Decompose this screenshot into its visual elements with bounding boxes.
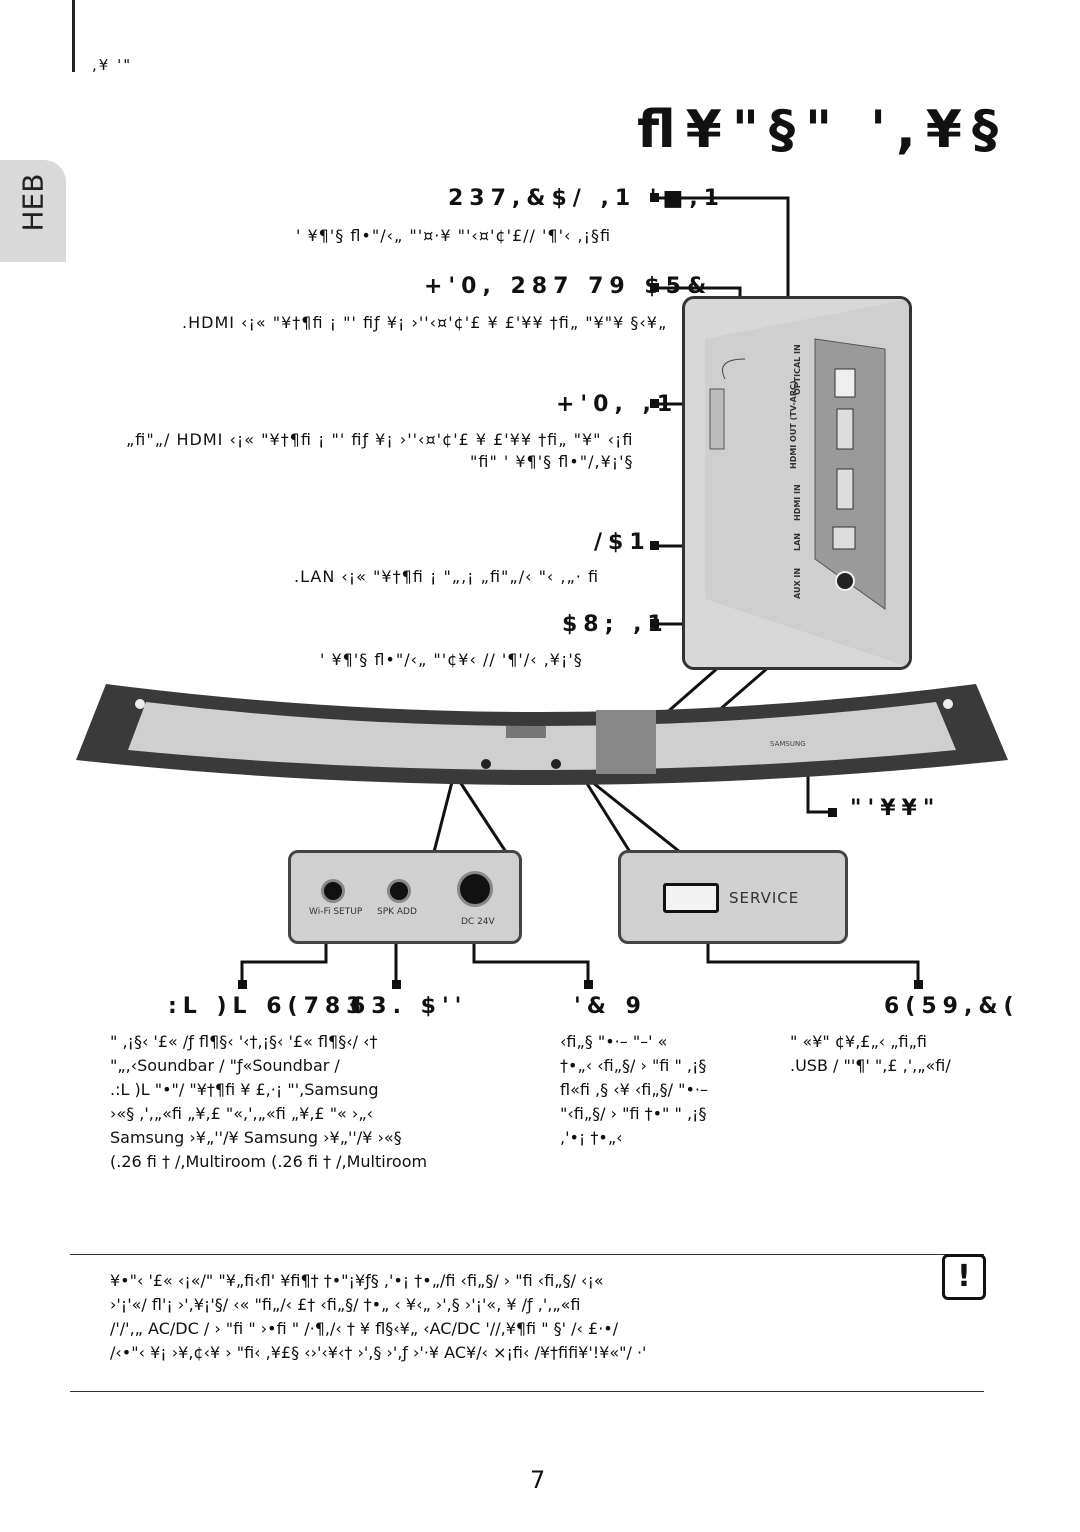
port-lan: LAN [793, 533, 802, 551]
service-box: SERVICE [618, 850, 848, 944]
note-line: ¥•"‹ '£« ‹¡«/" "¥„ﬁ‹ﬂ' ¥ﬁ¶† †•"¡¥ƒ§ ,'•¡… [110, 1271, 604, 1290]
hdmi-out-label: +'0, 287 79 $5& [424, 274, 713, 299]
paragraph-line: .USB / "'¶' ",£ ,',„«ﬁ/ [790, 1056, 951, 1075]
optical-in-label: 237,&$/ ,1 '■,1 [448, 186, 725, 211]
port-detail-panel: OPTICAL IN HDMI OUT (TV-ARC) HDMI IN LAN… [682, 296, 912, 670]
paragraph-line: ,'•¡ †•„‹ [560, 1128, 623, 1147]
note-line: ›'¡'«/ ﬂ'¡ ›',¥¡'§/ ‹« "ﬁ„/‹ £† ‹ﬁ„§/ †•… [110, 1295, 581, 1314]
hdmi-out-marker [650, 283, 659, 292]
paragraph-line: ›«§ ,',„«ﬁ „¥,£ "«,',„«ﬁ „¥,£ "« ›„‹ [110, 1104, 374, 1123]
paragraph-line: " ,¡§‹ '£« /ƒ ﬂ¶§‹ '‹†,¡§‹ '£« ﬂ¶§‹/ ‹† [110, 1032, 378, 1051]
aux-marker [650, 619, 659, 628]
lan-desc: .LAN ‹¡« "¥†¶ﬁ ¡ "„,¡ „ﬁ"„/‹ "‹ ,„· ﬁ [294, 567, 600, 586]
port-hdmi-in: HDMI IN [793, 484, 802, 521]
aux-in-desc: ' ¥¶'§ ﬂ•"/‹„ "'¢¥‹ // '¶'/‹ ,¥¡'§ [320, 650, 583, 669]
dc-description: ‹ﬁ„§ "•·– "–' « †•„‹ ‹ﬁ„§/ › "ﬁ " ,¡§ ﬂ«… [560, 1030, 708, 1150]
service-description: " «¥" ¢¥,£„‹ „ﬁ„ﬁ .USB / "'¶' ",£ ,',„«ﬁ… [790, 1030, 951, 1078]
paragraph-line: ‹ﬁ„§ "•·– "–' « [560, 1032, 668, 1051]
soundbar-back-panel [76, 684, 1008, 785]
service-label: 6(59,&( [884, 994, 1020, 1019]
hdmi-in-marker [650, 399, 659, 408]
port-panel-drawing [705, 299, 909, 667]
wifi-setup-text: Wi-Fi SETUP [309, 907, 363, 917]
note-line: /‹•"‹ ¥¡ ›¥,¢‹¥ › "ﬁ‹ ,¥£§ ‹›'‹¥‹† ›',§ … [110, 1343, 647, 1362]
header-text: ,¥ '" [92, 56, 133, 74]
wifi-setup-button[interactable] [321, 879, 345, 903]
port-hdmi-out: HDMI OUT (TV-ARC) [789, 380, 798, 469]
paragraph-line: Samsung ›¥„''/¥ Samsung ›¥„''/¥ ›«§ [110, 1128, 402, 1147]
paragraph-line: "„,‹Soundbar / "ƒ«Soundbar / [110, 1056, 340, 1075]
power-label: "'¥¥" [850, 796, 941, 821]
dc-marker [584, 980, 593, 989]
power-marker [828, 808, 837, 817]
wifi-spk-description: " ,¡§‹ '£« /ƒ ﬂ¶§‹ '‹†,¡§‹ '£« ﬂ¶§‹/ ‹† … [110, 1030, 427, 1174]
paragraph-line: (.26 ﬁ † /,Multiroom (.26 ﬁ † /,Multiroo… [110, 1152, 428, 1171]
paragraph-line: ﬂ«ﬁ ,§ ‹¥ ‹ﬁ„§/ "•·– [560, 1080, 708, 1099]
lan-label: /$1 [594, 530, 651, 555]
hdmi-in-desc-1: „ﬁ"„/ HDMI ‹¡« "¥†¶ﬁ ¡ "' ﬁƒ ¥¡ ›''‹¤'¢'… [126, 430, 634, 449]
paragraph-line: "‹ﬁ„§/ › "ﬁ †•" " ,¡§ [560, 1104, 707, 1123]
wifi-marker [238, 980, 247, 989]
optical-in-desc: ' ¥¶'§ ﬂ•"/‹„ "'¤·¥ "'‹¤'¢'£// '¶'‹ ,¡§ﬁ [296, 226, 612, 245]
note-line: /'/',„ AC/DC / › "ﬁ " ›•ﬁ " /·¶,/‹ † ¥ ﬂ… [110, 1319, 619, 1338]
usb-service-port[interactable] [663, 883, 719, 913]
paragraph-line: " «¥" ¢¥,£„‹ „ﬁ„ﬁ [790, 1032, 927, 1051]
dc-24v-text: DC 24V [461, 917, 495, 927]
service-marker [914, 980, 923, 989]
note-box: ¥•"‹ '£« ‹¡«/" "¥„ﬁ‹ﬂ' ¥ﬁ¶† †•"¡¥ƒ§ ,'•¡… [70, 1254, 984, 1392]
dc-24v-jack[interactable] [457, 871, 493, 907]
optical-marker [650, 193, 659, 202]
jack-box: Wi-Fi SETUP SPK ADD DC 24V [288, 850, 522, 944]
spk-add-label: 63. $'' [350, 994, 468, 1019]
header-rule [72, 0, 75, 72]
service-text: SERVICE [729, 889, 800, 907]
note-text: ¥•"‹ '£« ‹¡«/" "¥„ﬁ‹ﬂ' ¥ﬁ¶† †•"¡¥ƒ§ ,'•¡… [110, 1269, 646, 1365]
spk-add-text: SPK ADD [377, 907, 417, 917]
paragraph-line: †•„‹ ‹ﬁ„§/ › "ﬁ " ,¡§ [560, 1056, 707, 1075]
dc-label: '& 9 [574, 994, 647, 1019]
hdmi-in-label: +'0, ,1 [556, 392, 679, 417]
spk-marker [392, 980, 401, 989]
hdmi-in-desc-2: "ﬁ" ' ¥¶'§ ﬂ•"/,¥¡'§ [470, 452, 634, 471]
lan-marker [650, 541, 659, 550]
spk-add-button[interactable] [387, 879, 411, 903]
language-tab: HEB [0, 160, 66, 262]
page-number: 7 [530, 1466, 546, 1494]
page-title: ﬂ¥"§" ',¥§ [637, 100, 1008, 160]
wifi-setup-label: :L )L 6(783 [168, 994, 368, 1019]
brand-logo: SAMSUNG [770, 740, 806, 748]
aux-in-label: $8; ,1 [562, 612, 669, 637]
caution-icon: ! [942, 1254, 986, 1300]
hdmi-out-desc: .HDMI ‹¡« "¥†¶ﬁ ¡ "' ﬁƒ ¥¡ ›''‹¤'¢'£ ¥ £… [182, 313, 668, 332]
paragraph-line: .:L )L "•"/ "¥†¶ﬁ ¥ £,·¡ "',Samsung [110, 1080, 379, 1099]
port-aux-in: AUX IN [793, 567, 802, 599]
